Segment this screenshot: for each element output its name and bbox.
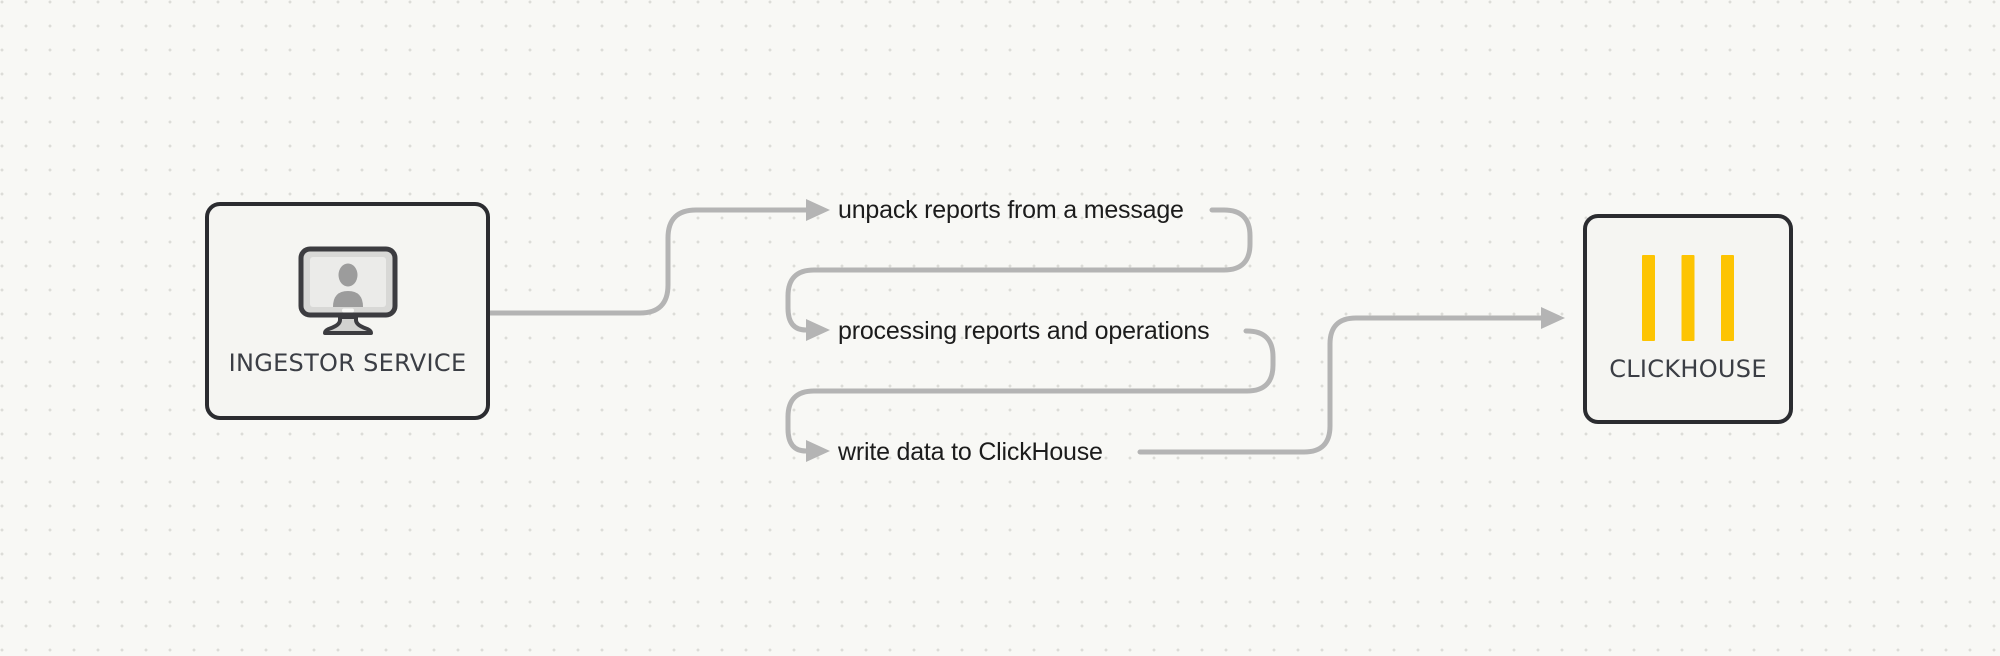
connector-ingestor-to-step1	[485, 207, 809, 316]
arrowhead-step1	[806, 199, 830, 221]
node-label-clickhouse: CLICKHOUSE	[1609, 355, 1767, 383]
monitor-user-icon	[298, 246, 397, 335]
clickhouse-bars-icon	[1642, 255, 1734, 341]
step-label-unpack-reports: unpack reports from a message	[838, 196, 1184, 224]
arrowhead-clickhouse	[1541, 307, 1565, 329]
arrowhead-step2	[806, 319, 830, 341]
step-label-write-data: write data to ClickHouse	[838, 438, 1103, 466]
connector-step1-to-step2	[785, 207, 1253, 333]
node-label-ingestor-service: INGESTOR SERVICE	[228, 349, 467, 377]
node-clickhouse: CLICKHOUSE	[1583, 214, 1793, 424]
connector-step3-to-clickhouse	[1137, 315, 1545, 455]
connector-step2-to-step3	[785, 328, 1276, 454]
node-ingestor-service: INGESTOR SERVICE	[205, 202, 490, 420]
arrowhead-step3	[806, 440, 830, 462]
step-label-processing-reports: processing reports and operations	[838, 317, 1210, 345]
